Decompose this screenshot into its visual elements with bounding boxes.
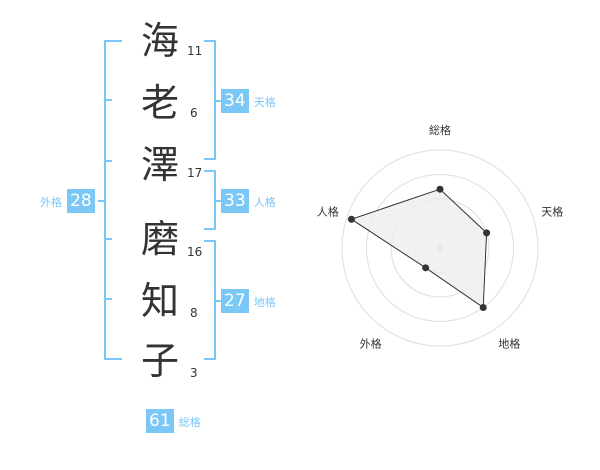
gaikaku-result: 外格 28	[40, 189, 95, 213]
radar-series-area	[350, 188, 488, 309]
radar-point	[422, 264, 430, 272]
stroke-count: 17	[187, 166, 203, 180]
outer-bracket-tick	[104, 298, 112, 300]
chikaku-bracket-connector	[214, 300, 222, 302]
name-character: 老	[140, 81, 179, 125]
jinkaku-value-badge: 33	[221, 189, 249, 213]
outer-bracket-tick	[104, 238, 112, 240]
gaikaku-label: 外格	[40, 196, 62, 209]
radar-point	[483, 229, 491, 237]
name-character: 澤	[140, 143, 179, 187]
radar-axis-label: 地格	[498, 336, 520, 350]
tenkaku-bracket-tick	[204, 40, 216, 42]
radar-point	[479, 303, 487, 311]
radar-axis-label: 総格	[429, 123, 451, 137]
radar-axis-label: 天格	[541, 205, 563, 219]
outer-bracket-tick	[104, 160, 112, 162]
radar-point	[436, 185, 444, 193]
tenkaku-value-badge: 34	[221, 89, 249, 113]
jinkaku-result: 33 人格	[221, 189, 276, 213]
outer-bracket-connector	[98, 200, 106, 202]
chikaku-bracket-tick	[204, 240, 216, 242]
tenkaku-bracket-tick	[204, 158, 216, 160]
tenkaku-bracket-connector	[214, 100, 222, 102]
name-character: 知	[140, 279, 179, 323]
outer-bracket-tick	[104, 99, 112, 101]
soukaku-label: 総格	[178, 416, 201, 429]
outer-bracket-tick	[104, 40, 122, 42]
name-character: 海	[140, 19, 179, 63]
outer-bracket-tick	[104, 358, 122, 360]
jinkaku-bracket-connector	[214, 200, 222, 202]
soukaku-result: 61 総格	[146, 409, 201, 433]
jinkaku-bracket-tick	[204, 170, 216, 172]
gaikaku-value-badge: 28	[67, 189, 95, 213]
name-character: 磨	[140, 217, 179, 261]
chikaku-label: 地格	[253, 296, 276, 309]
name-character: 子	[140, 339, 179, 383]
stroke-count: 8	[190, 306, 198, 320]
tenkaku-result: 34 天格	[221, 89, 276, 113]
stroke-count: 16	[187, 245, 203, 259]
stroke-count: 6	[190, 106, 198, 120]
chikaku-bracket-tick	[204, 358, 216, 360]
jinkaku-label: 人格	[253, 196, 276, 209]
stroke-count: 11	[187, 44, 203, 58]
radar-grid-ring	[366, 174, 514, 322]
chikaku-value-badge: 27	[221, 289, 249, 313]
stroke-count: 3	[190, 366, 198, 380]
radar-grid-ring	[341, 149, 539, 347]
jinkaku-bracket-tick	[204, 228, 216, 230]
radar-axis-label: 外格	[360, 336, 382, 350]
soukaku-value-badge: 61	[146, 409, 174, 433]
chikaku-result: 27 地格	[221, 289, 276, 313]
radar-axis-label: 人格	[317, 205, 339, 219]
tenkaku-label: 天格	[253, 96, 276, 109]
radar-point	[347, 215, 355, 223]
